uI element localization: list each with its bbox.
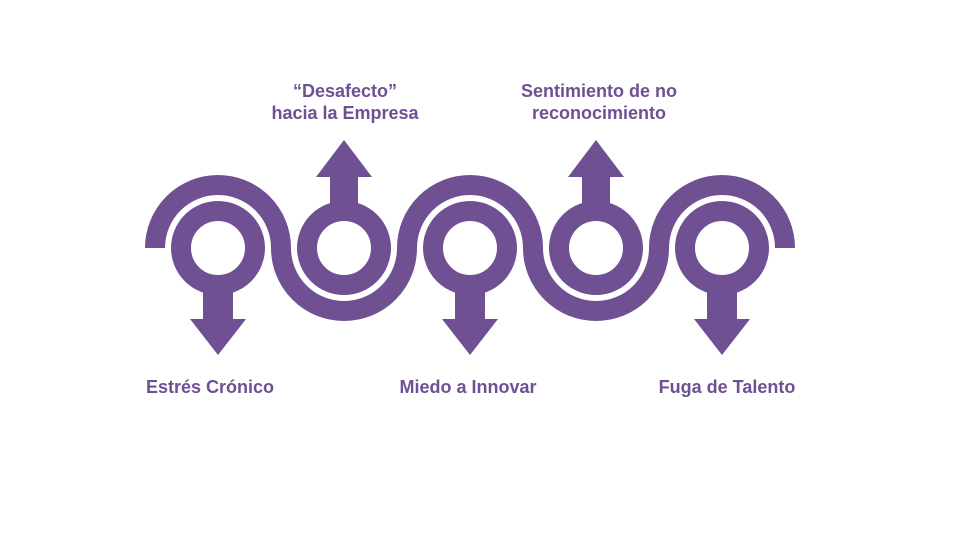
node-ring xyxy=(297,201,391,295)
label-desafecto: “Desafecto” hacia la Empresa xyxy=(271,80,418,124)
label-sentimiento-no-reconocimiento: Sentimiento de no reconocimiento xyxy=(521,80,677,124)
label-desafecto-line2: hacia la Empresa xyxy=(271,103,419,123)
arrow-down-icon xyxy=(442,288,498,355)
label-sentimiento-line2: reconocimiento xyxy=(531,103,667,123)
label-sentimiento-line1: Sentimiento de no xyxy=(520,81,678,101)
node-ring xyxy=(549,201,643,295)
wave-segment xyxy=(397,175,543,249)
node-ring xyxy=(423,201,517,295)
wave-segment xyxy=(271,247,417,321)
arrow-up-icon xyxy=(316,140,372,208)
arrow-up-icon xyxy=(568,140,624,208)
arrow-down-icon xyxy=(190,288,246,355)
wave-segment xyxy=(523,247,669,321)
node-ring xyxy=(171,201,265,295)
wave-segment xyxy=(145,175,291,249)
wave-segment xyxy=(649,175,795,249)
label-desafecto-line1: “Desafecto” xyxy=(292,81,398,101)
label-miedo-a-innovar: Miedo a Innovar xyxy=(399,377,537,397)
label-estres-cronico: Estrés Crónico xyxy=(145,377,275,397)
node-ring xyxy=(675,201,769,295)
arrow-down-icon xyxy=(694,288,750,355)
label-fuga-de-talento: Fuga de Talento xyxy=(658,377,796,397)
